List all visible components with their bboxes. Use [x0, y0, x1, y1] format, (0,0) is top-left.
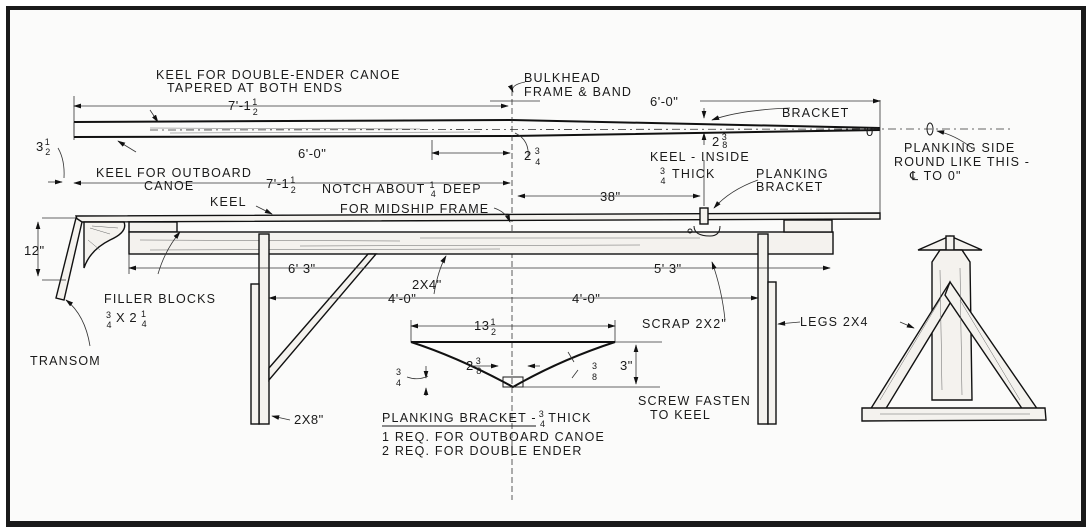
label-to-keel: TO KEEL — [650, 408, 711, 422]
label-round-like-this: ROUND LIKE THIS - — [894, 155, 1030, 169]
dim-5ft3: 5' 3" — [654, 261, 682, 276]
label-req-double-ender: 2 REQ. FOR DOUBLE ENDER — [382, 444, 583, 458]
centerline-marker-icon — [507, 81, 526, 93]
bracket-shape — [410, 341, 616, 389]
dim-6ft-upper: 6'-0" — [650, 94, 678, 109]
dim-three-quarter-bottom: 4 — [396, 378, 401, 388]
label-screw-fasten: SCREW FASTEN — [638, 394, 751, 408]
planking-bracket-clamp — [687, 207, 721, 237]
label-canoe: CANOE — [144, 179, 194, 193]
dim-6ft3: 6' 3" — [288, 261, 316, 276]
dim-three-eighth-top: 3 — [592, 361, 597, 371]
label-legs-2x4: LEGS 2X4 — [800, 315, 869, 329]
transom-knee — [83, 221, 126, 269]
label-keel-outboard: KEEL FOR OUTBOARD — [96, 166, 252, 180]
label-transom: TRANSOM — [30, 354, 101, 368]
dim-38in: 38" — [600, 189, 621, 204]
dim-4ft-left: 4'-0" — [388, 291, 416, 306]
label-midship-frame: FOR MIDSHIP FRAME — [340, 202, 489, 216]
dim-6ft-lower: 6'-0" — [298, 146, 326, 161]
center-post — [931, 249, 973, 401]
label-keel-double-ender: KEEL FOR DOUBLE-ENDER CANOE — [156, 68, 400, 82]
planking-bracket-detail — [382, 320, 662, 427]
label-bulkhead: BULKHEAD — [524, 71, 601, 85]
leg-right — [757, 233, 769, 425]
keel-top-view — [48, 81, 1010, 500]
leg-left — [258, 233, 270, 425]
sawhorse-end-view — [861, 235, 1047, 422]
label-bracket: BRACKET — [782, 106, 849, 120]
label-filler-blocks: FILLER BLOCKS — [104, 292, 216, 306]
label-scrap-2x2: SCRAP 2X2" — [642, 317, 727, 331]
dim-3in: 3" — [620, 358, 633, 373]
label-frame-band: FRAME & BAND — [524, 85, 632, 99]
filler-block — [128, 221, 178, 233]
leg-right-2x8 — [767, 281, 777, 425]
label-cl-to-zero: ℄ TO 0" — [909, 169, 962, 183]
label-planking-side: PLANKING SIDE — [904, 141, 1015, 155]
dim-three-quarter-top: 3 — [396, 367, 401, 377]
label-keel-inside: KEEL - INSIDE — [650, 150, 750, 164]
diagonal-brace — [268, 253, 378, 382]
2x4-rail — [128, 231, 834, 255]
leg-left-2x8 — [250, 283, 260, 425]
label-planking-bracket: BRACKET — [756, 180, 823, 194]
filler-block-right — [783, 219, 833, 233]
base-board — [861, 407, 1047, 422]
label-2x8: 2X8" — [294, 412, 324, 427]
dim-zero: 0" — [866, 124, 879, 139]
text-labels: KEEL FOR DOUBLE-ENDER CANOE TAPERED AT B… — [24, 68, 1030, 458]
dim-12in: 12" — [24, 243, 45, 258]
dim-three-eighth-bottom: 8 — [592, 372, 597, 382]
label-planking: PLANKING — [756, 167, 829, 181]
transom-board — [55, 216, 83, 301]
label-2x4: 2X4" — [412, 277, 442, 292]
label-tapered: TAPERED AT BOTH ENDS — [167, 81, 343, 95]
label-keel: KEEL — [210, 195, 247, 209]
bracket-pointer — [711, 107, 791, 121]
dim-4ft-right: 4'-0" — [572, 291, 600, 306]
round-section-icon — [926, 122, 934, 136]
jig-side-view — [35, 160, 881, 425]
label-req-outboard: 1 REQ. FOR OUTBOARD CANOE — [382, 430, 605, 444]
